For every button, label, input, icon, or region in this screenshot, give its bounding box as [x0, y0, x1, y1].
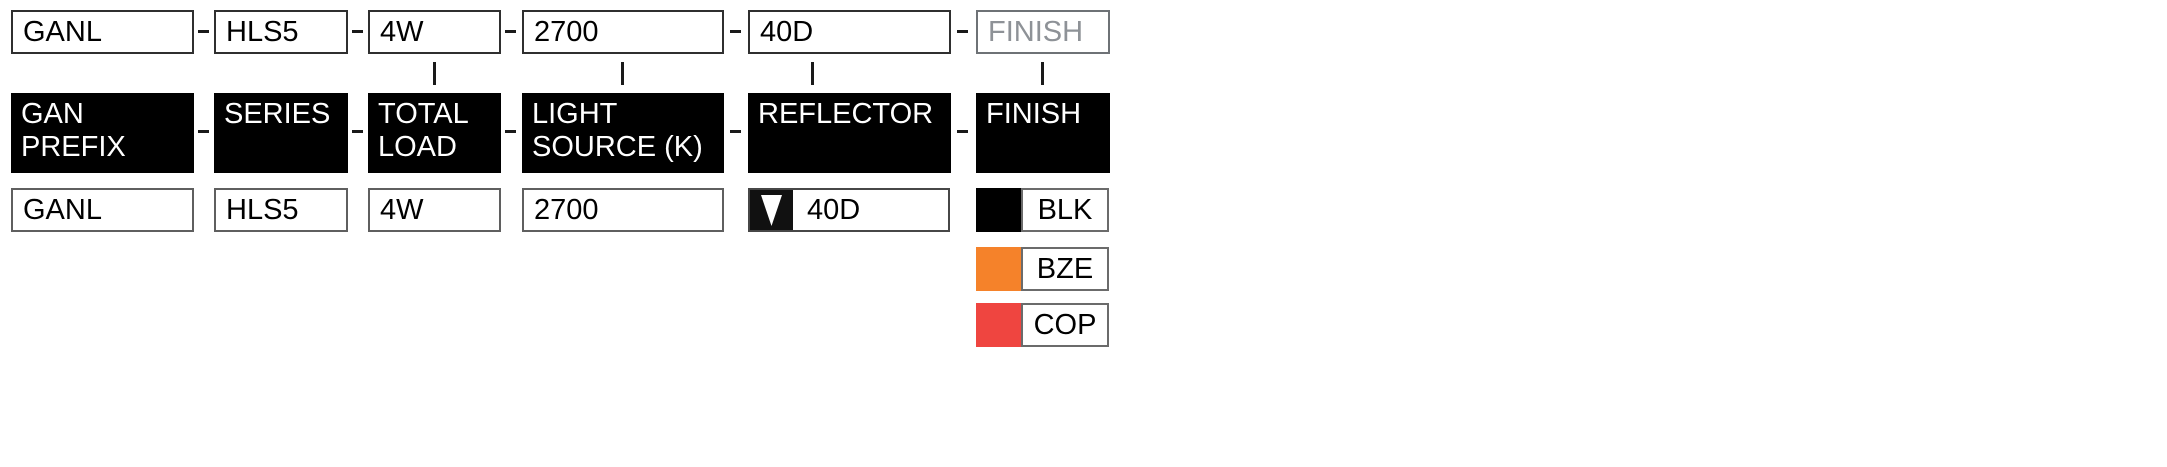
connector-line: [621, 62, 624, 85]
value-field-light-source[interactable]: 2700: [522, 188, 724, 232]
connector-line: [1041, 62, 1044, 85]
connector-dash: [505, 130, 516, 133]
header-label: SOURCE (K): [532, 131, 703, 163]
header-gan-prefix: GAN PREFIX: [11, 93, 194, 173]
header-label: REFLECTOR: [758, 98, 934, 130]
header-reflector: REFLECTOR: [748, 93, 951, 173]
header-light-source: LIGHT SOURCE (K): [522, 93, 724, 173]
code-box-total-load[interactable]: 4W: [368, 10, 501, 54]
code-box-gan-prefix[interactable]: GANL: [11, 10, 194, 54]
connector-line: [811, 62, 814, 85]
code-box-series[interactable]: HLS5: [214, 10, 348, 54]
finish-option-label: COP: [1021, 303, 1109, 347]
header-label: LIGHT: [532, 98, 618, 130]
header-finish: FINISH: [976, 93, 1110, 173]
value-field-series[interactable]: HLS5: [214, 188, 348, 232]
connector-dash: [730, 30, 741, 33]
code-box-light-source[interactable]: 2700: [522, 10, 724, 54]
swatch-black: [976, 188, 1021, 232]
header-total-load: TOTAL LOAD: [368, 93, 501, 173]
connector-dash: [730, 130, 741, 133]
swatch-bronze: [976, 247, 1021, 291]
swatch-copper: [976, 303, 1021, 347]
connector-dash: [198, 30, 209, 33]
reflector-selected-value: 40D: [807, 194, 861, 226]
code-box-finish[interactable]: FINISH: [976, 10, 1110, 54]
finish-option-blk[interactable]: BLK: [976, 188, 1109, 232]
connector-dash: [957, 130, 968, 133]
finish-option-label: BLK: [1021, 188, 1109, 232]
dropdown-arrow-button[interactable]: [750, 190, 793, 230]
connector-dash: [198, 130, 209, 133]
header-label: FINISH: [986, 98, 1082, 130]
code-box-reflector[interactable]: 40D: [748, 10, 951, 54]
connector-dash: [352, 30, 363, 33]
chevron-down-icon: [761, 195, 782, 226]
header-label: PREFIX: [21, 131, 126, 163]
connector-dash: [505, 30, 516, 33]
finish-option-label: BZE: [1021, 247, 1109, 291]
header-label: SERIES: [224, 98, 331, 130]
header-label: TOTAL: [378, 98, 469, 130]
finish-option-cop[interactable]: COP: [976, 303, 1109, 347]
header-label: GAN: [21, 98, 84, 130]
value-field-gan-prefix[interactable]: GANL: [11, 188, 194, 232]
header-series: SERIES: [214, 93, 348, 173]
connector-line: [433, 62, 436, 85]
finish-option-bze[interactable]: BZE: [976, 247, 1109, 291]
value-field-total-load[interactable]: 4W: [368, 188, 501, 232]
connector-dash: [957, 30, 968, 33]
header-label: LOAD: [378, 131, 457, 163]
connector-dash: [352, 130, 363, 133]
reflector-dropdown[interactable]: 40D: [748, 188, 950, 232]
